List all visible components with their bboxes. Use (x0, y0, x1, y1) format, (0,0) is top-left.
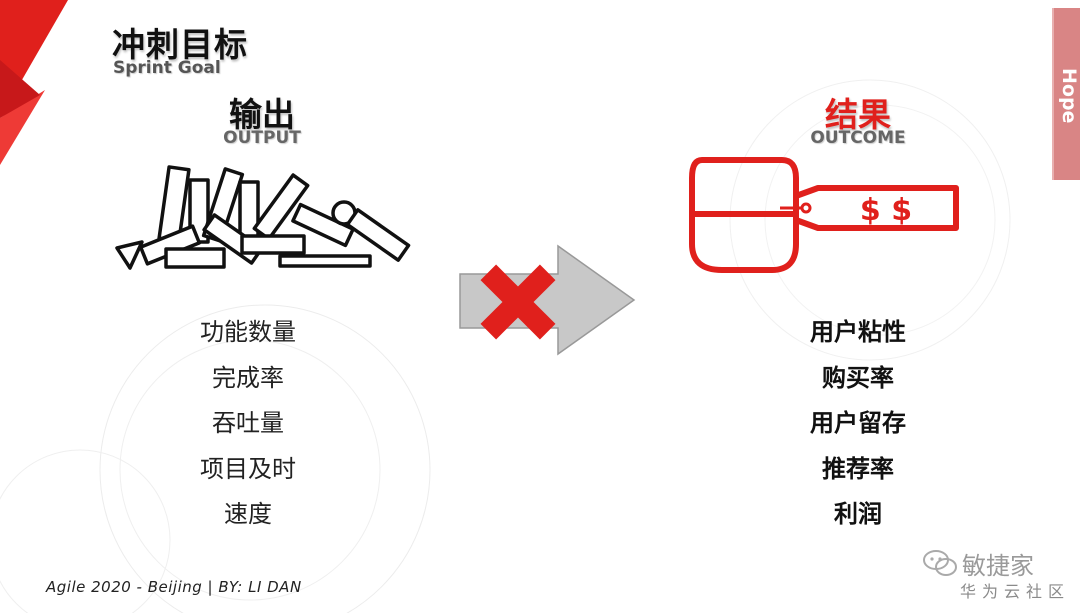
list-item: 用户粘性 (810, 318, 906, 346)
outcome-subheading: OUTCOME (810, 128, 906, 148)
output-subheading: OUTPUT (223, 128, 301, 148)
footer-credit: Agile 2020 - Beijing | BY: LI DAN (46, 578, 302, 596)
arrow-blocked-icon (459, 244, 636, 356)
output-metrics-list: 功能数量 完成率 吞吐量 项目及时 速度 (148, 310, 348, 538)
list-item: 推荐率 (822, 454, 894, 483)
red-corner-decoration (0, 0, 68, 165)
hope-tab-label: Hope (1058, 68, 1080, 124)
list-item: 利润 (834, 500, 882, 528)
outcome-metrics-list: 用户粘性 购买率 用户留存 推荐率 利润 (758, 310, 958, 538)
outcome-heading: 结果 (825, 95, 891, 134)
list-item: 项目及时 (200, 454, 296, 483)
wechat-icon (923, 550, 957, 576)
list-item: 速度 (224, 500, 272, 528)
list-item: 用户留存 (810, 409, 906, 437)
list-item: 购买率 (822, 363, 894, 392)
page-subtitle: Sprint Goal (113, 58, 221, 78)
output-heading: 输出 (229, 95, 295, 134)
dominoes-icon (115, 165, 411, 270)
money-tag-icon: $ $ (689, 157, 959, 273)
watermark-brand: 敏捷家 (962, 552, 1034, 580)
watermark-community: 华为云社区 (960, 582, 1071, 601)
hope-side-tab: Hope (1052, 8, 1080, 180)
list-item: 吞吐量 (212, 409, 284, 437)
tag-dollar-text: $ $ (860, 193, 912, 228)
list-item: 完成率 (212, 363, 284, 392)
page-title: 冲刺目标 (112, 25, 248, 64)
list-item: 功能数量 (200, 318, 296, 346)
